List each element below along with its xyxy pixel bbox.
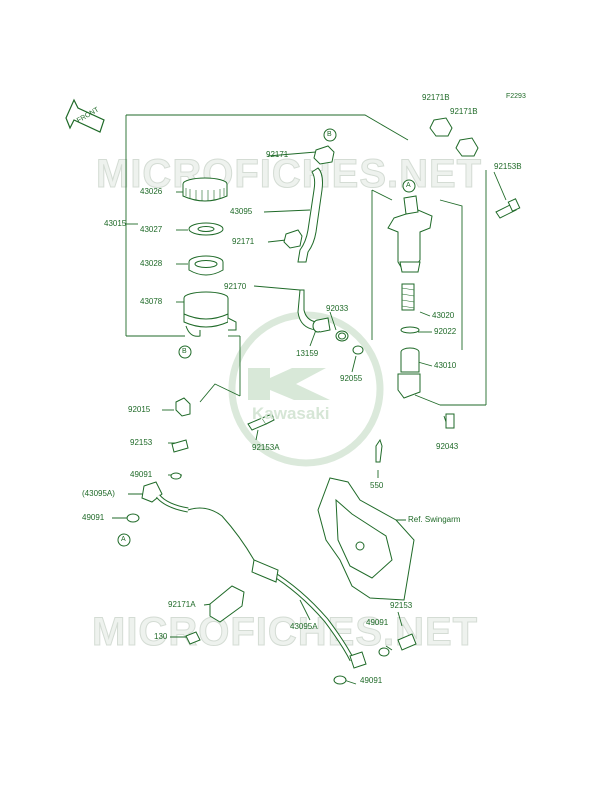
clamp-92171b-a [429, 117, 453, 137]
part-label: 550 [370, 481, 384, 490]
washer-49091-d [333, 675, 347, 685]
part-label: 92043 [436, 442, 459, 451]
part-label: 92022 [434, 327, 457, 336]
part-label: 49091 [366, 618, 389, 627]
reservoir-hose [297, 167, 323, 263]
part-label: 92015 [128, 405, 151, 414]
clamp-92171a [209, 585, 245, 623]
part-label: 43015 [104, 219, 127, 228]
callout-b-res: B [182, 348, 187, 355]
part-label: 92033 [326, 304, 349, 313]
part-label: 92171A [168, 600, 196, 609]
swingarm-ref [317, 477, 415, 601]
bolt-92153-right [397, 633, 417, 651]
diagram-code: F2293 [506, 93, 526, 100]
watermark-bottom: MICROFICHES.NET [91, 610, 479, 655]
part-label: 13159 [296, 349, 319, 358]
part-label: 92171 [232, 237, 255, 246]
part-label: 92170 [224, 282, 247, 291]
callout-b-top-circle [323, 128, 337, 142]
pin-92043 [445, 413, 455, 429]
part-label: 92153A [252, 443, 280, 452]
bolt-92153-left [171, 439, 189, 453]
part-label: 92055 [340, 374, 363, 383]
part-label: 92153B [494, 162, 522, 171]
bolt-130 [185, 631, 201, 645]
hose-clamp-top [313, 145, 335, 165]
part-label: 130 [154, 632, 168, 641]
watermark-top: MICROFICHES.NET [95, 152, 483, 197]
part-label: 43028 [140, 259, 163, 268]
part-label: 49091 [130, 470, 153, 479]
part-label: 92153 [130, 438, 153, 447]
clamp-92015 [175, 397, 191, 417]
frame-top-line [126, 114, 409, 141]
part-label: 49091 [82, 513, 105, 522]
part-label: 43010 [434, 361, 457, 370]
hose-clamp-lower [283, 229, 303, 249]
cotter-pin [375, 438, 383, 463]
part-label: (43095A) [82, 489, 115, 498]
front-arrow-icon [65, 98, 105, 133]
callout-a-top-circle [402, 179, 416, 193]
part-label: Ref. Swingarm [408, 515, 461, 524]
callout-b-top: B [327, 131, 332, 138]
part-label: 43095A [290, 622, 318, 631]
hose-fitting-mid [251, 559, 279, 583]
kawasaki-logo-text: Kawasaki [252, 404, 330, 423]
reservoir-cap-body [182, 184, 228, 202]
piston-spring [401, 283, 415, 311]
callout-a-left-circle [117, 533, 131, 547]
part-label: 92171 [266, 150, 289, 159]
part-label: 43027 [140, 225, 163, 234]
callout-a-top: A [406, 182, 411, 189]
washer-49091-c [378, 647, 390, 657]
part-label: 92171B [422, 93, 450, 102]
part-label: 43020 [432, 311, 455, 320]
part-label: 43095 [230, 207, 253, 216]
kawasaki-logo-watermark [228, 311, 384, 467]
part-label: 49091 [360, 676, 383, 685]
washer-49091-b [126, 513, 140, 523]
clamp-92171b-b [455, 137, 479, 157]
part-label: 92153 [390, 601, 413, 610]
washer-49091-a [170, 472, 182, 480]
callout-b-res-circle [178, 345, 192, 359]
part-label: 43026 [140, 187, 163, 196]
callout-a-left: A [121, 536, 126, 543]
part-label: 43078 [140, 297, 163, 306]
part-label: 92171B [450, 107, 478, 116]
